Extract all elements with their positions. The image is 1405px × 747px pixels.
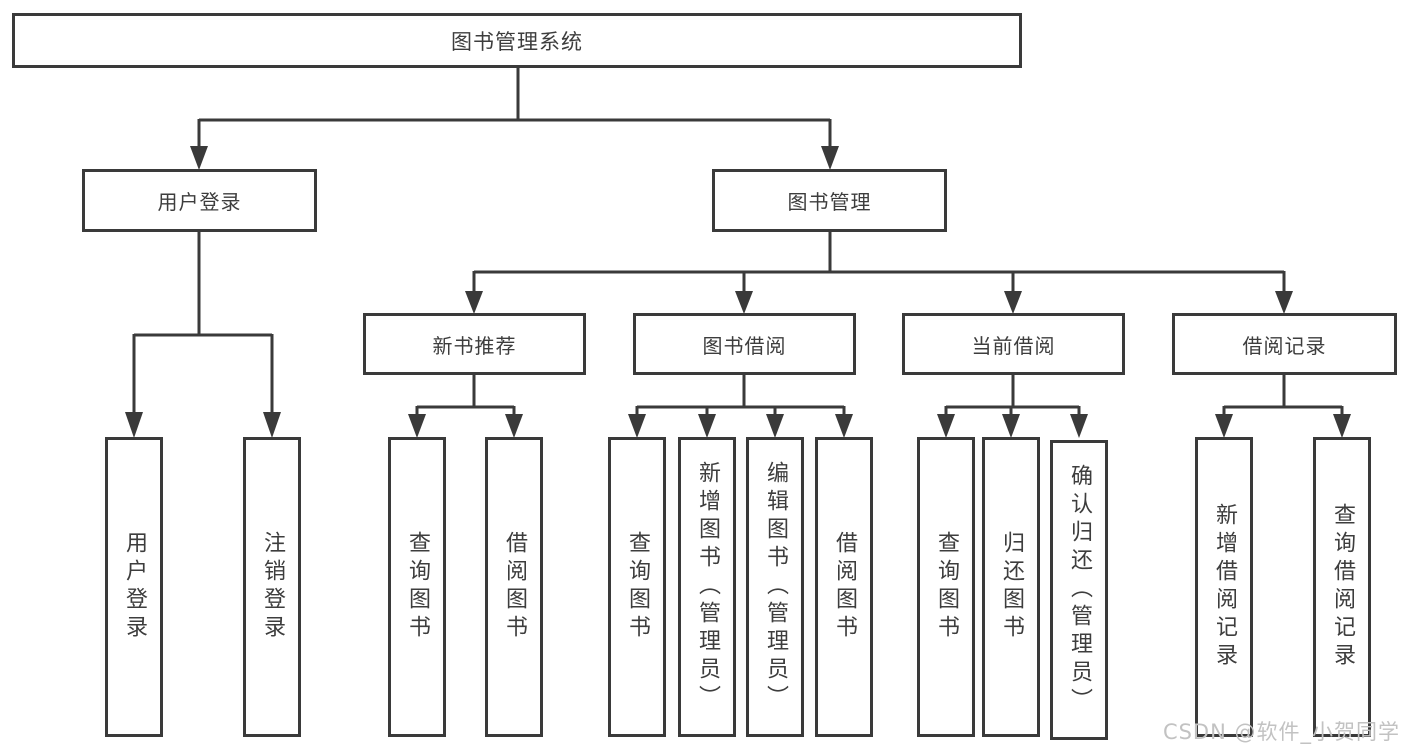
node-current-borrow: 当前借阅 bbox=[902, 313, 1125, 375]
leaf-query-borrow-record: 查询借阅记录 bbox=[1313, 437, 1371, 737]
leaf-logout: 注销登录 bbox=[243, 437, 301, 737]
leaf-borrow-book-1: 借阅图书 bbox=[485, 437, 543, 737]
node-book-borrow: 图书借阅 bbox=[633, 313, 856, 375]
leaf-add-book-admin: 新增图书（管理员） bbox=[678, 437, 736, 737]
leaf-query-book-3: 查询图书 bbox=[917, 437, 975, 737]
node-book-management: 图书管理 bbox=[712, 169, 947, 232]
node-root-library-system: 图书管理系统 bbox=[12, 13, 1022, 68]
leaf-borrow-book-2: 借阅图书 bbox=[815, 437, 873, 737]
leaf-return-book: 归还图书 bbox=[982, 437, 1040, 737]
node-borrow-records: 借阅记录 bbox=[1172, 313, 1397, 375]
leaf-query-book-1: 查询图书 bbox=[388, 437, 446, 737]
leaf-user-login: 用户登录 bbox=[105, 437, 163, 737]
arrowhead-icons bbox=[125, 146, 1351, 438]
node-user-login: 用户登录 bbox=[82, 169, 317, 232]
leaf-add-borrow-record: 新增借阅记录 bbox=[1195, 437, 1253, 737]
leaf-confirm-return-admin: 确认归还（管理员） bbox=[1050, 440, 1108, 740]
node-new-book-recommend: 新书推荐 bbox=[363, 313, 586, 375]
csdn-watermark: CSDN @软件_小贺同学 bbox=[1162, 720, 1400, 744]
leaf-query-book-2: 查询图书 bbox=[608, 437, 666, 737]
leaf-edit-book-admin: 编辑图书（管理员） bbox=[746, 437, 804, 737]
